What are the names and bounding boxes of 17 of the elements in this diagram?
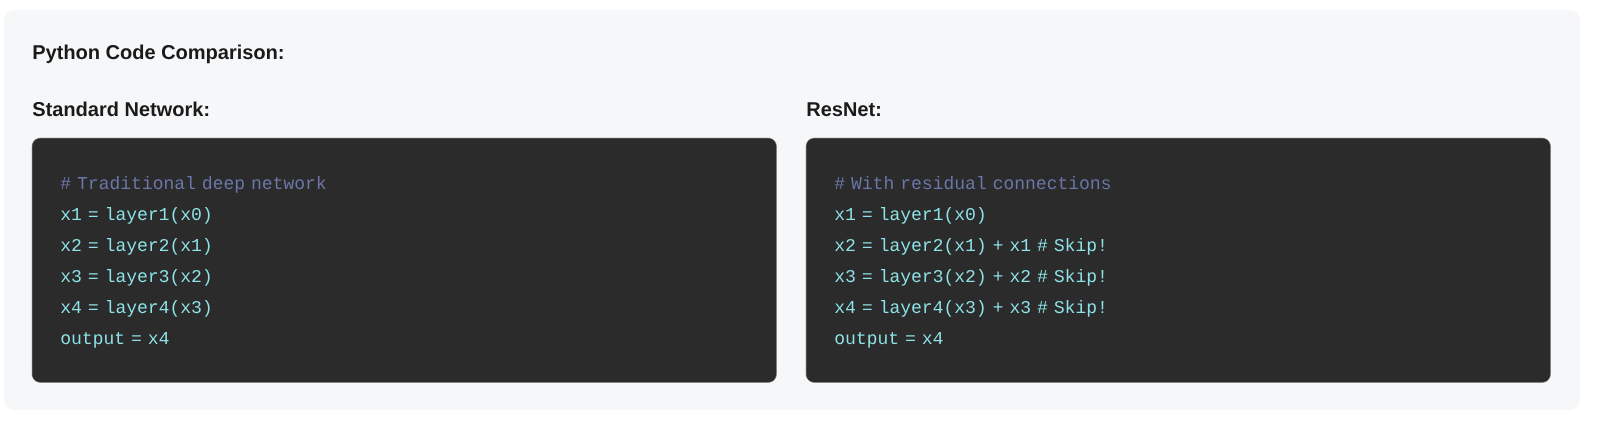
title: Python Code Comparison: [33,44,283,64]
panel-heading: ResNet: [807,102,880,117]
code-block: # Traditional deep network x1 = layer1(x0) x2 = layer2(x1) x3 = layer3(x2) x4 = layer4(x3) output = x4 [32,138,777,383]
node-label: x3 = layer3(x2) [61,268,210,286]
node-label: x4 = layer4(x3) [61,299,210,317]
node-label: x4 = layer4(x3) + x3 # Skip! [835,299,1104,317]
panel-heading: Standard Network: [32,101,209,117]
node-label: x1 = layer1(x0) [835,206,984,224]
node-label: x2 = layer2(x1) [61,237,210,255]
node-label: x3 = layer3(x2) + x2 # Skip! [835,268,1104,286]
node-label: output = x4 [835,331,943,348]
node-label: # With residual connections [834,175,1110,190]
node-label: x2 = layer2(x1) + x1 # Skip! [835,237,1104,255]
node-label: output = x4 [61,331,169,348]
node-label: # Traditional deep network [60,175,326,193]
node-label: x1 = layer1(x0) [61,206,210,224]
code-block: # With residual connections x1 = layer1(x0) x2 = layer2(x1) + x1 # Skip! x3 = layer3(x2) + x2 # Skip! x4 = layer4(x3) + x3 # Skip! output = x4 [806,138,1551,383]
